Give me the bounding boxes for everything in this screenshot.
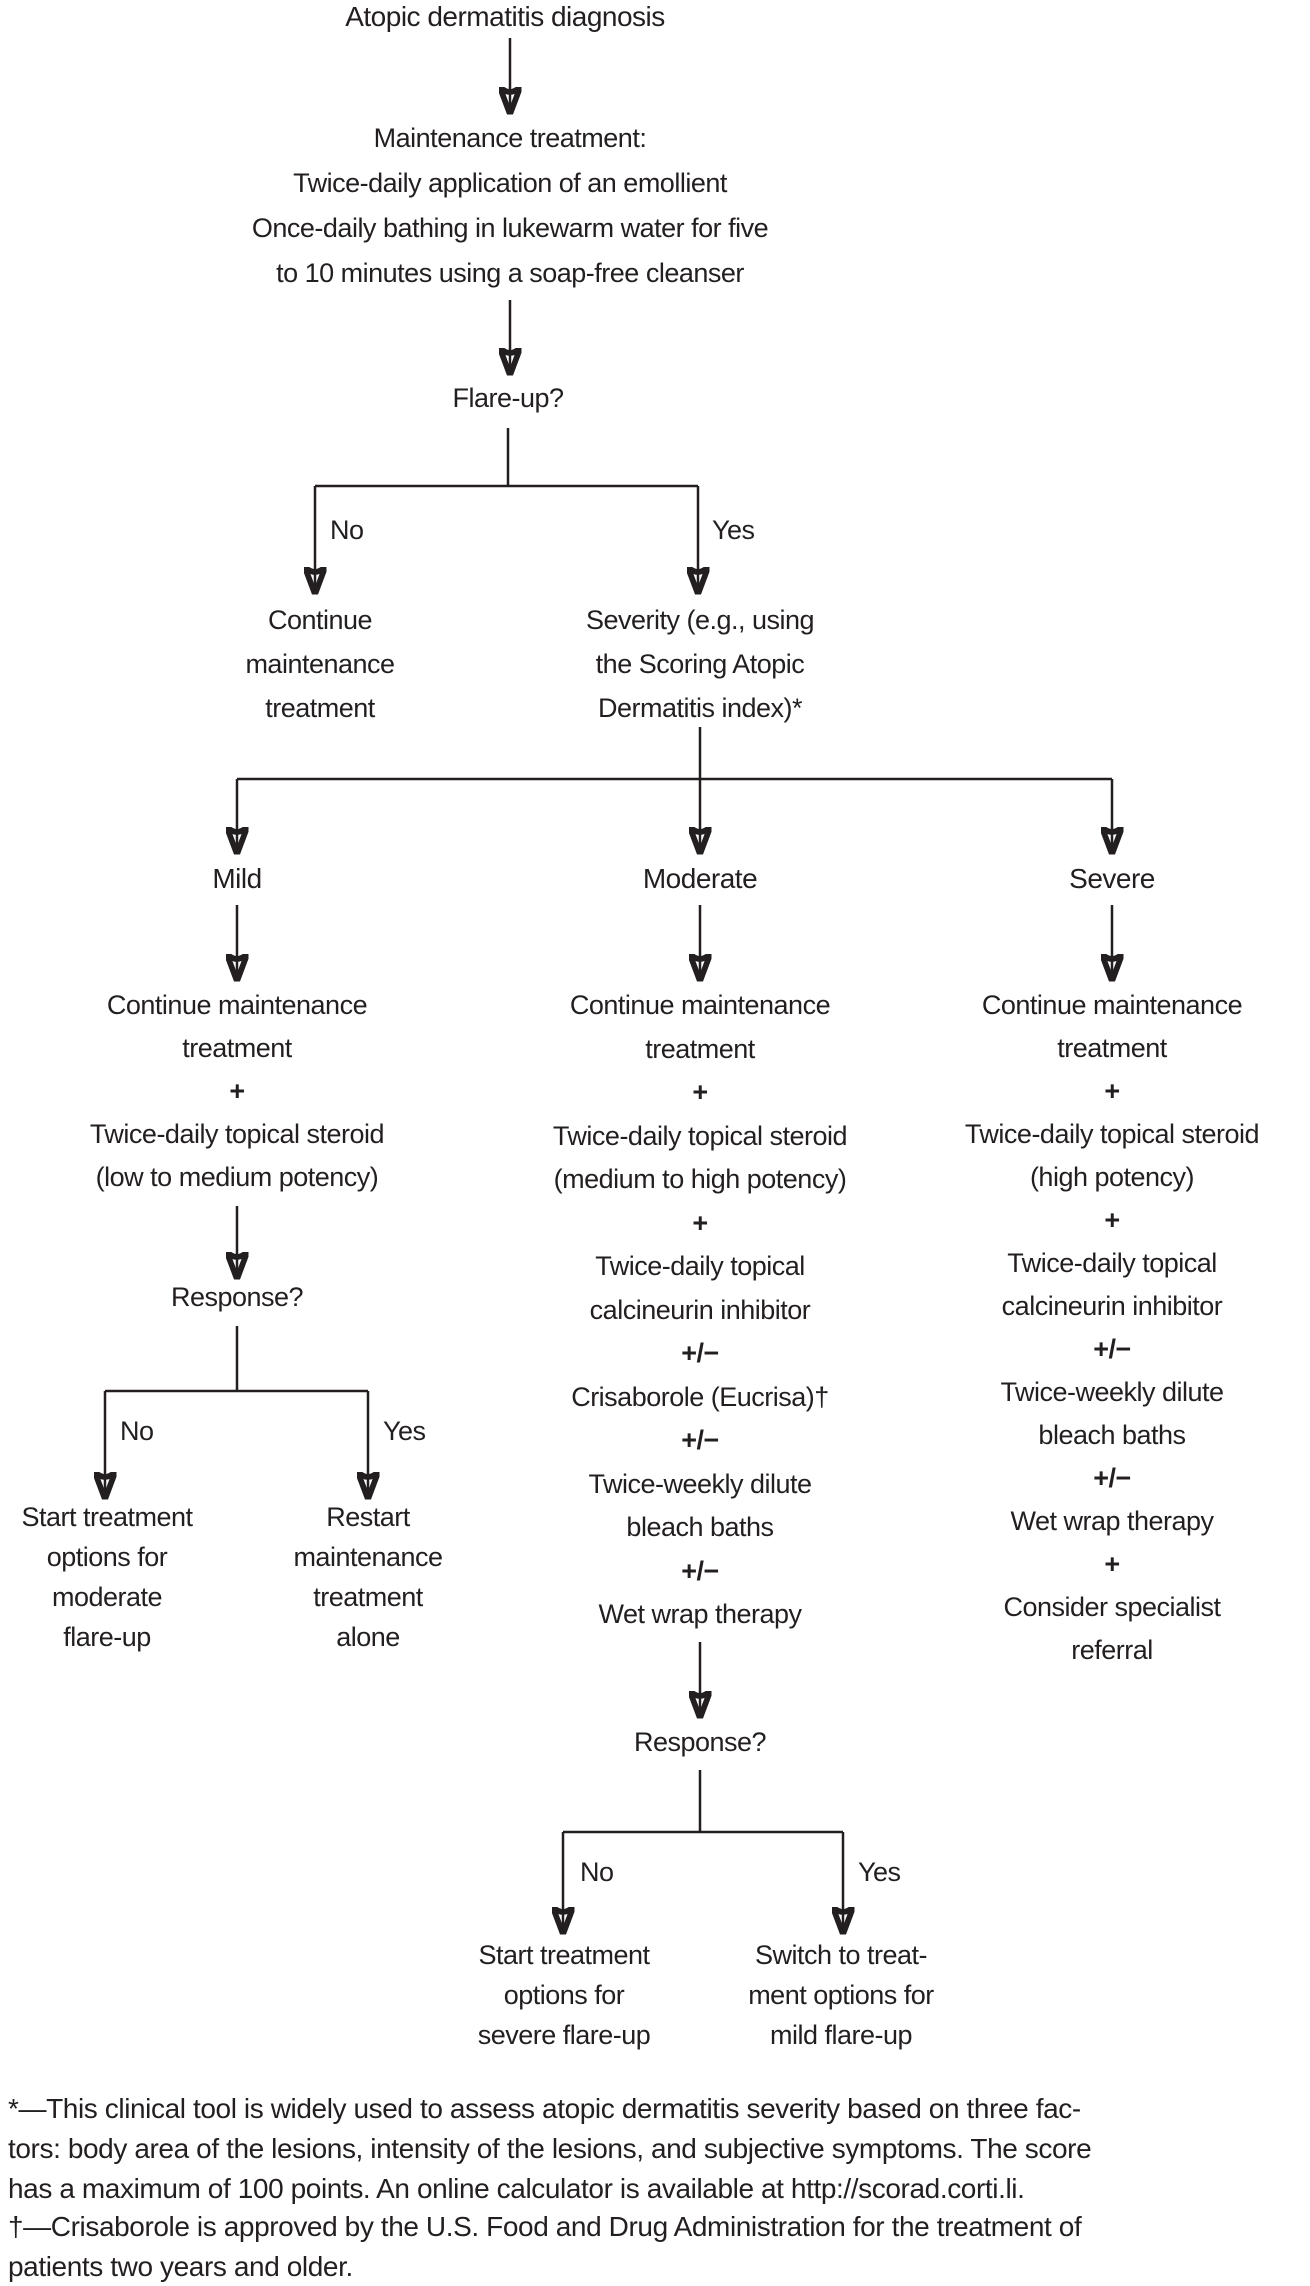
text-line: ment options for: [748, 1980, 934, 2010]
text-line: (low to medium potency): [95, 1162, 379, 1192]
text-line: Start treatment: [21, 1502, 193, 1532]
text-line: maintenance: [245, 649, 395, 679]
text-line: maintenance: [293, 1542, 443, 1572]
mild-response-yes-node: Restart maintenance treatment alone: [293, 1497, 443, 1657]
moderate-label: Moderate: [642, 863, 758, 894]
diagnosis-node: Atopic dermatitis diagnosis: [345, 1, 665, 32]
text-line: Severity (e.g., using: [585, 605, 815, 635]
text-line: Once-daily bathing in lukewarm water for…: [251, 213, 769, 243]
text-line: Twice-daily topical steroid: [89, 1119, 385, 1149]
text-line: Continue: [267, 605, 373, 635]
text-line: +: [1104, 1549, 1120, 1579]
text-line: Continue maintenance: [569, 990, 831, 1020]
text-line: (high potency): [1029, 1162, 1195, 1192]
text-line: moderate: [51, 1582, 163, 1612]
footnote-crisaborole: †—Crisaborole is approved by the U.S. Fo…: [8, 2207, 1082, 2286]
text-line: has a maximum of 100 points. An online c…: [8, 2173, 1025, 2204]
text-line: the Scoring Atopic: [595, 649, 805, 679]
text-line: flare-up: [63, 1622, 151, 1652]
mild-treatment-node: Continue maintenance treatment + Twice-dail…: [89, 984, 385, 1199]
text-line: +: [692, 1077, 708, 1107]
flareup-question-node: Flare-up?: [452, 383, 564, 413]
mild-response-yes-label: Yes: [383, 1416, 426, 1446]
text-line: Twice-daily topical steroid: [964, 1119, 1260, 1149]
text-line: Wet wrap therapy: [1010, 1506, 1214, 1536]
footnote-scorad: *—This clinical tool is widely used to a…: [8, 2089, 1092, 2209]
text-line: bleach baths: [1038, 1420, 1186, 1450]
text-line: calcineurin inhibitor: [589, 1294, 811, 1325]
text-line: Maintenance treatment:: [373, 123, 647, 153]
text-line: +/−: [1093, 1463, 1131, 1493]
text-line: treatment: [265, 693, 375, 723]
text-line: Twice-daily topical: [1007, 1248, 1217, 1278]
text-line: tors: body area of the lesions, intensit…: [8, 2133, 1092, 2164]
severe-label: Severe: [1069, 863, 1155, 894]
text-line: bleach baths: [626, 1512, 774, 1542]
text-line: treatment: [645, 1033, 755, 1064]
text-line: +/−: [681, 1338, 719, 1368]
text-line: Twice-weekly dilute: [1000, 1377, 1224, 1407]
moderate-response-no-node: Start treatment options for severe flare-u…: [478, 1935, 651, 2055]
mild-response-no-label: No: [120, 1416, 154, 1446]
text-line: +: [1104, 1205, 1120, 1235]
text-line: +/−: [681, 1425, 719, 1455]
text-line: Continue maintenance: [981, 990, 1243, 1020]
text-line: +/−: [1093, 1334, 1131, 1364]
text-line: Switch to treat-: [754, 1940, 928, 1970]
text-line: +: [1104, 1076, 1120, 1106]
text-line: Start treatment: [478, 1940, 650, 1970]
maintenance-treatment-node: Maintenance treatment: Twice-daily applic…: [251, 116, 769, 296]
text-line: +: [229, 1076, 245, 1106]
text-line: Crisaborole (Eucrisa)†: [571, 1381, 829, 1412]
text-line: Twice-weekly dilute: [588, 1468, 812, 1499]
flareup-yes-label: Yes: [712, 515, 755, 545]
text-line: referral: [1071, 1635, 1153, 1665]
text-line: Twice-daily application of an emollient: [293, 168, 727, 198]
text-line: +/−: [681, 1555, 719, 1586]
continue-maintenance-node: Continue maintenance treatment: [245, 598, 395, 730]
text-line: Continue maintenance: [106, 990, 368, 1020]
text-line: †—Crisaborole is approved by the U.S. Fo…: [8, 2211, 1082, 2242]
text-line: Wet wrap therapy: [598, 1599, 802, 1629]
text-line: treatment: [1057, 1033, 1167, 1063]
mild-label: Mild: [212, 863, 262, 894]
text-line: treatment: [182, 1033, 292, 1063]
text-line: Consider specialist: [1003, 1592, 1221, 1622]
mild-response-question-node: Response?: [170, 1282, 304, 1312]
flareup-no-label: No: [330, 515, 364, 545]
text-line: calcineurin inhibitor: [1001, 1291, 1223, 1321]
moderate-response-yes-node: Switch to treat-ment options for mild fla…: [748, 1935, 934, 2055]
moderate-response-question-node: Response?: [633, 1727, 767, 1757]
text-line: alone: [336, 1622, 400, 1652]
text-line: *—This clinical tool is widely used to a…: [8, 2093, 1081, 2124]
moderate-response-yes-label: Yes: [858, 1857, 901, 1887]
text-line: +: [692, 1207, 708, 1238]
text-line: options for: [503, 1980, 625, 2010]
text-line: to 10 minutes using a soap-free cleanser: [276, 258, 744, 288]
text-line: severe flare-up: [477, 2020, 651, 2050]
text-line: Restart: [326, 1502, 410, 1532]
text-line: Twice-daily topical: [595, 1251, 805, 1281]
text-line: options for: [46, 1542, 168, 1572]
text-line: Twice-daily topical steroid: [552, 1120, 848, 1151]
text-line: mild flare-up: [769, 2020, 913, 2050]
severe-treatment-node: Continue maintenance treatment + Twice-dail…: [964, 984, 1260, 1672]
moderate-treatment-node: Continue maintenance treatment + Twice-dail…: [552, 984, 848, 1637]
text-line: treatment: [313, 1582, 423, 1612]
text-line: Dermatitis index)*: [597, 693, 803, 723]
text-line: patients two years and older.: [8, 2251, 353, 2282]
text-line: (medium to high potency): [553, 1164, 847, 1194]
mild-response-no-node: Start treatment options for moderate flare-…: [21, 1497, 193, 1657]
moderate-response-no-label: No: [580, 1857, 614, 1887]
